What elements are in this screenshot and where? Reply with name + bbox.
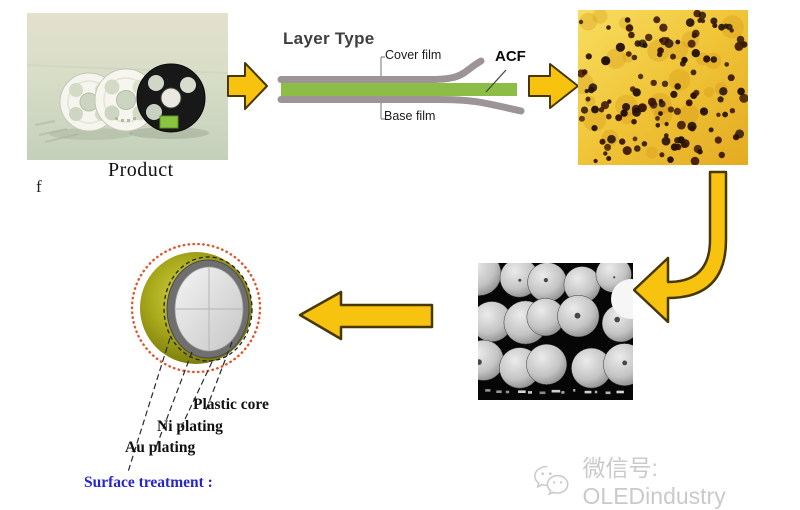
layer-type-title: Layer Type	[283, 29, 375, 48]
flow-arrow-left	[298, 290, 434, 341]
layer-structure-drawing	[277, 56, 525, 120]
au-plating-label: Au plating	[125, 439, 196, 456]
product-label: Product	[108, 159, 174, 181]
cover-film-label: Cover film	[385, 48, 442, 62]
label-leader-lines	[127, 337, 233, 473]
ni-plating-label: Ni plating	[157, 418, 223, 435]
acf-label: ACF	[495, 48, 526, 65]
plastic-core-label: Plastic core	[193, 396, 269, 413]
product-photo	[27, 13, 228, 160]
watermark: 微信号: OLEDindustry	[531, 449, 800, 510]
wechat-icon	[534, 465, 569, 495]
cut-dashed-outline	[163, 256, 253, 362]
sem-info-bar	[485, 389, 624, 395]
cover-film-layer	[277, 57, 485, 83]
conductive-particles-dots	[578, 10, 748, 165]
cropped-text-fragment: f	[36, 177, 42, 196]
flow-arrow-right-1	[227, 62, 268, 110]
sem-spheres-image	[478, 263, 633, 400]
black-reel	[136, 63, 206, 133]
acf-green-layer	[281, 83, 517, 96]
acf-micrograph	[578, 10, 748, 165]
watermark-text: 微信号: OLEDindustry	[582, 455, 726, 509]
base-film-layer	[277, 96, 525, 115]
surface-treatment-dotted-ring	[130, 242, 262, 374]
particle-cutaway-diagram	[127, 242, 262, 473]
surface-treatment-label: Surface treatment :	[84, 474, 213, 491]
flow-arrow-right-2	[528, 63, 579, 109]
flow-arrow-curved-down-left	[632, 170, 728, 324]
tape-strip-marks	[34, 120, 80, 143]
particle-spheres	[478, 263, 633, 389]
base-film-label: Base film	[384, 109, 436, 123]
acf-pointer-line	[485, 69, 507, 93]
reel-green-label	[159, 115, 179, 129]
